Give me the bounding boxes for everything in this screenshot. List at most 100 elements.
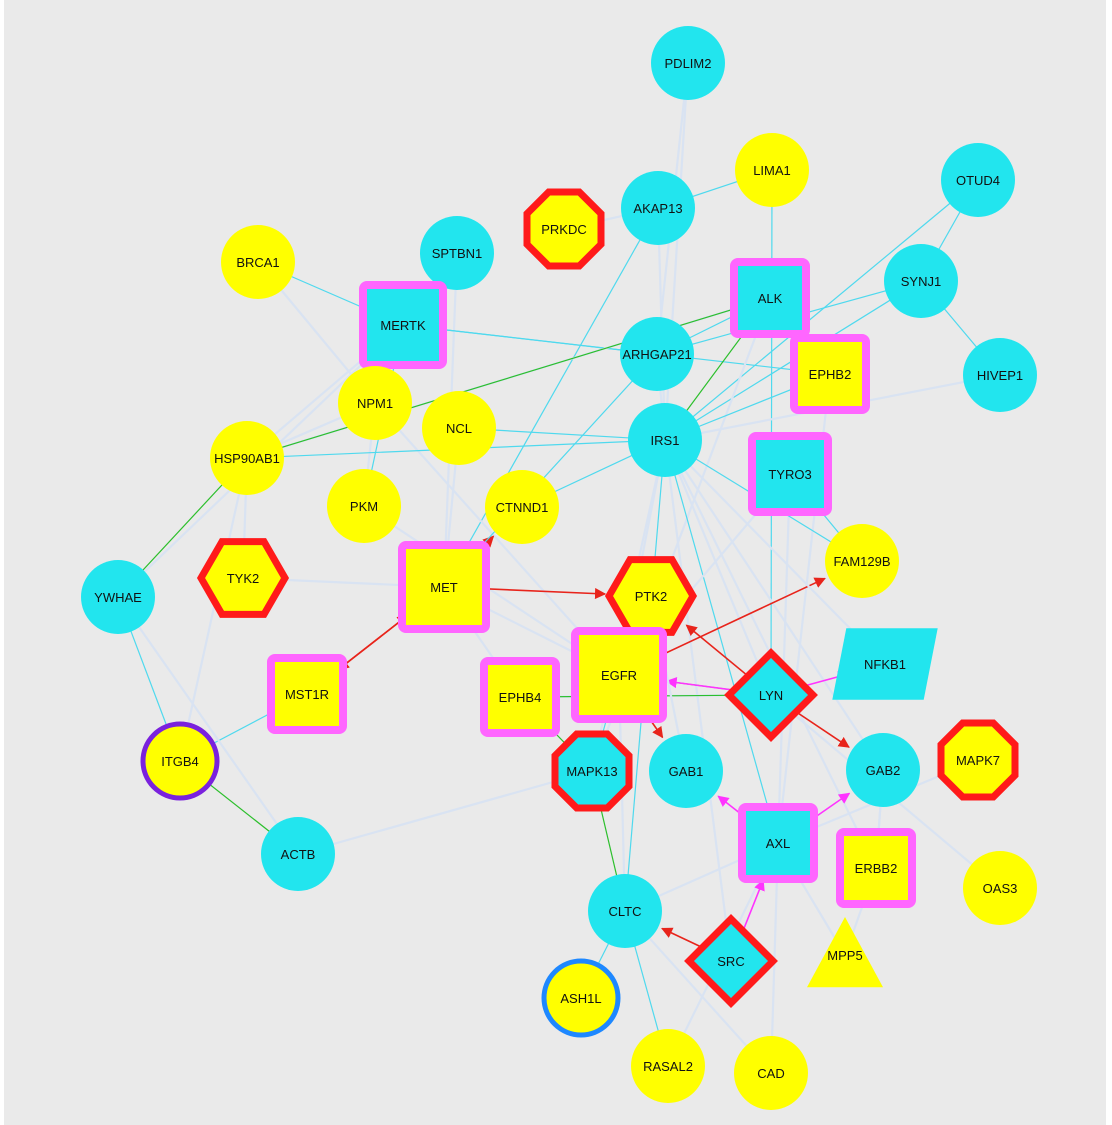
node-lima1[interactable]: LIMA1 xyxy=(735,133,809,207)
node-label-itgb4: ITGB4 xyxy=(161,754,199,769)
node-mapk13[interactable]: MAPK13 xyxy=(551,730,633,812)
node-shape-ptk2 xyxy=(604,556,698,636)
node-shape-npm1 xyxy=(338,366,412,440)
node-label-ptk2: PTK2 xyxy=(635,589,668,604)
edge-ywhae-actb xyxy=(117,596,299,855)
node-alk[interactable]: ALK xyxy=(730,258,810,338)
node-mapk7[interactable]: MAPK7 xyxy=(937,719,1019,801)
node-axl[interactable]: AXL xyxy=(738,803,818,883)
node-mpp5[interactable]: MPP5 xyxy=(807,917,883,988)
node-otud4[interactable]: OTUD4 xyxy=(941,143,1015,217)
node-nfkb1[interactable]: NFKB1 xyxy=(832,628,938,700)
node-shape-mpp5 xyxy=(807,917,883,988)
node-label-ephb4: EPHB4 xyxy=(499,690,542,705)
node-label-otud4: OTUD4 xyxy=(956,173,1000,188)
node-shape-prkdc xyxy=(523,188,605,270)
node-irs1[interactable]: IRS1 xyxy=(628,403,702,477)
edge-hsp90ab1-alk xyxy=(246,297,771,459)
node-pdlim2[interactable]: PDLIM2 xyxy=(651,26,725,100)
node-mertk[interactable]: MERTK xyxy=(359,281,447,369)
node-shape-cad xyxy=(734,1036,808,1110)
node-prkdc[interactable]: PRKDC xyxy=(523,188,605,270)
node-shape-egfr xyxy=(571,627,667,723)
node-hsp90ab1[interactable]: HSP90AB1 xyxy=(210,421,284,495)
node-shape-gab1 xyxy=(649,734,723,808)
node-shape-itgb4 xyxy=(140,721,220,801)
node-shape-axl xyxy=(738,803,818,883)
node-label-gab1: GAB1 xyxy=(669,764,704,779)
node-hivep1[interactable]: HIVEP1 xyxy=(963,338,1037,412)
node-arhgap21[interactable]: ARHGAP21 xyxy=(620,317,694,391)
node-shape-erbb2 xyxy=(836,828,916,908)
edge-irs1-lyn xyxy=(663,439,773,696)
node-met[interactable]: MET xyxy=(398,541,490,633)
node-shape-mapk7 xyxy=(937,719,1019,801)
node-fam129b[interactable]: FAM129B xyxy=(825,524,899,598)
node-ephb4[interactable]: EPHB4 xyxy=(480,657,560,737)
node-ptk2[interactable]: PTK2 xyxy=(604,556,698,636)
node-itgb4[interactable]: ITGB4 xyxy=(140,721,220,801)
node-shape-ctnnd1 xyxy=(485,470,559,544)
node-ash1l[interactable]: ASH1L xyxy=(541,958,621,1038)
node-cad[interactable]: CAD xyxy=(734,1036,808,1110)
node-ywhae[interactable]: YWHAE xyxy=(81,560,155,634)
node-shape-oas3 xyxy=(963,851,1037,925)
node-ncl[interactable]: NCL xyxy=(422,391,496,465)
node-label-mpp5: MPP5 xyxy=(827,948,862,963)
node-label-alk: ALK xyxy=(758,291,783,306)
node-shape-irs1 xyxy=(628,403,702,477)
node-shape-mertk xyxy=(359,281,447,369)
node-label-irs1: IRS1 xyxy=(651,433,680,448)
node-akap13[interactable]: AKAP13 xyxy=(621,171,695,245)
node-shape-akap13 xyxy=(621,171,695,245)
node-shape-ash1l xyxy=(541,958,621,1038)
node-synj1[interactable]: SYNJ1 xyxy=(884,244,958,318)
node-label-hsp90ab1: HSP90AB1 xyxy=(214,451,280,466)
node-gab2[interactable]: GAB2 xyxy=(846,733,920,807)
node-shape-synj1 xyxy=(884,244,958,318)
node-sptbn1[interactable]: SPTBN1 xyxy=(420,216,494,290)
node-shape-nfkb1 xyxy=(832,628,938,700)
node-shape-alk xyxy=(730,258,810,338)
node-label-brca1: BRCA1 xyxy=(236,255,279,270)
node-npm1[interactable]: NPM1 xyxy=(338,366,412,440)
node-label-erbb2: ERBB2 xyxy=(855,861,898,876)
node-tyk2[interactable]: TYK2 xyxy=(196,538,290,618)
node-pkm[interactable]: PKM xyxy=(327,469,401,543)
node-actb[interactable]: ACTB xyxy=(261,817,335,891)
node-label-mst1r: MST1R xyxy=(285,687,329,702)
node-shape-ywhae xyxy=(81,560,155,634)
node-egfr[interactable]: EGFR xyxy=(571,627,667,723)
node-ctnnd1[interactable]: CTNND1 xyxy=(485,470,559,544)
node-gab1[interactable]: GAB1 xyxy=(649,734,723,808)
node-src[interactable]: SRC xyxy=(684,914,778,1008)
node-shape-tyro3 xyxy=(748,432,832,516)
node-cltc[interactable]: CLTC xyxy=(588,874,662,948)
node-shape-actb xyxy=(261,817,335,891)
node-lyn[interactable]: LYN xyxy=(724,648,818,742)
node-brca1[interactable]: BRCA1 xyxy=(221,225,295,299)
node-label-gab2: GAB2 xyxy=(866,763,901,778)
node-shape-otud4 xyxy=(941,143,1015,217)
edge-irs1-axl xyxy=(664,439,779,844)
node-label-ctnnd1: CTNND1 xyxy=(496,500,549,515)
node-oas3[interactable]: OAS3 xyxy=(963,851,1037,925)
node-mst1r[interactable]: MST1R xyxy=(267,654,347,734)
node-rasal2[interactable]: RASAL2 xyxy=(631,1029,705,1103)
node-erbb2[interactable]: ERBB2 xyxy=(836,828,916,908)
node-tyro3[interactable]: TYRO3 xyxy=(748,432,832,516)
node-shape-hivep1 xyxy=(963,338,1037,412)
node-ephb2[interactable]: EPHB2 xyxy=(790,334,870,414)
node-shape-sptbn1 xyxy=(420,216,494,290)
node-label-mapk7: MAPK7 xyxy=(956,753,1000,768)
node-label-actb: ACTB xyxy=(281,847,316,862)
edge-mertk-ephb2 xyxy=(402,324,831,375)
node-shape-ncl xyxy=(422,391,496,465)
edge-irs1-src xyxy=(663,439,733,962)
node-label-synj1: SYNJ1 xyxy=(901,274,941,289)
node-label-src: SRC xyxy=(717,954,744,969)
node-label-egfr: EGFR xyxy=(601,668,637,683)
node-label-npm1: NPM1 xyxy=(357,396,393,411)
